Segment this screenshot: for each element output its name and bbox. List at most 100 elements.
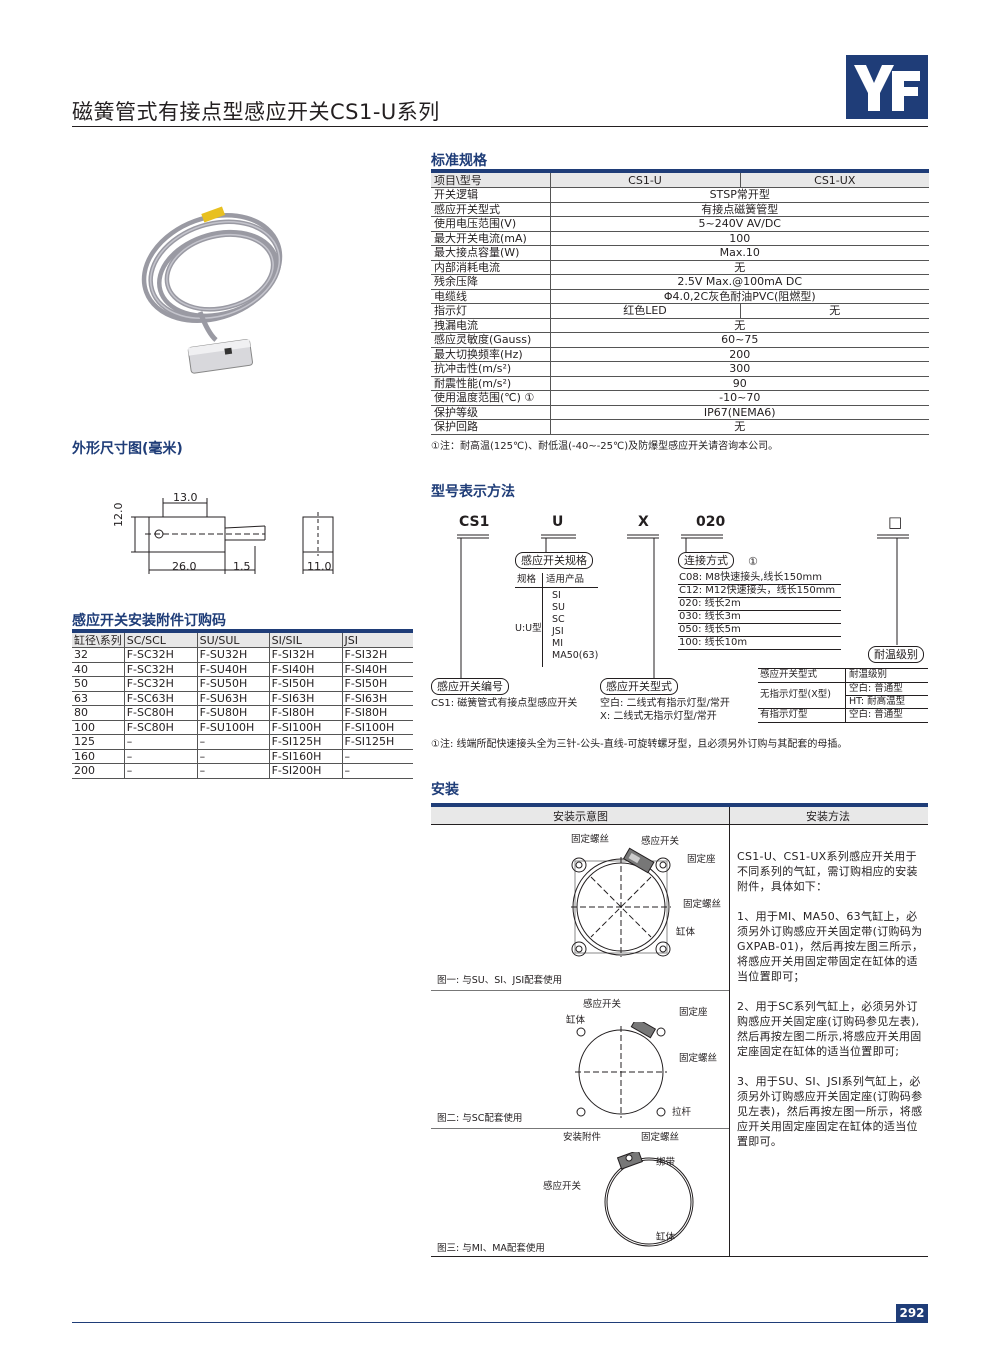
table-cell: – [196,734,270,750]
table-cell: 160 [72,749,125,764]
fig3-caption: 图三: 与MI、MA配套使用 [437,1243,545,1254]
model-code-heading: 型号表示方法 [431,484,515,500]
spec-label: 内部消耗电流 [431,260,550,275]
figure-2-diagram [575,1022,667,1118]
table-cell: F-SC80H [123,705,198,721]
fig3-label-body: 缸体 [656,1232,676,1243]
spec-value: 200 [549,347,929,362]
spec-product: SU [552,602,565,613]
table-row: 项目\型号 CS1-U CS1-UX [431,173,929,188]
dim-top: 13.0 [173,491,198,504]
table-cell: F-SI40H [268,662,343,677]
table-cell: – [341,763,413,779]
table-cell: F-SC32H [123,662,198,677]
num-desc: CS1: 磁簧管式有接点型感应开关 [431,698,578,709]
spec-label: 保护等级 [431,405,550,420]
table-cell: F-SI100H [268,720,343,735]
table-row: 内部消耗电流无 [431,260,929,275]
spec-value-ux: 无 [739,303,929,319]
table-cell: F-SI125H [268,734,343,750]
temp-col-2: 耐温级别 [849,669,888,680]
conn-item: 020: 线长2m [678,598,841,611]
code-seg-conn: 020 [696,514,726,530]
spec-label: 使用温度范围(℃) ① [431,390,550,406]
table-cell: JSI [341,633,413,648]
dim-length: 26.0 [172,560,197,573]
accessories-heading: 感应开关安装附件订购码 [72,613,226,629]
table-row: 拽漏电流无 [431,318,929,333]
table-cell: F-SC80H [123,720,198,735]
fig2-label-rod: 拉杆 [672,1107,692,1118]
table-cell: F-SI80H [341,705,413,721]
spec-label: 抗冲击性(m/s²) [431,361,550,377]
table-cell: F-SI32H [341,647,413,663]
temp-row2-grade: 空白: 普通型 [849,709,903,720]
spec-label: 最大开关电流(mA) [431,231,550,246]
spec-product: MI [552,638,563,649]
conn-mark: ① [748,555,758,568]
spec-value: -10~70 [549,390,929,406]
table-cell: F-SI50H [341,676,413,692]
model-code-note: ①注: 线端所配快速接头全为三针-公头-直线-可旋转螺牙型，且必须另外订购与其配… [431,739,848,750]
footer-rule [72,1322,928,1323]
table-cell: – [123,734,198,750]
table-row: 160––F-SI160H– [72,749,413,764]
method-2: 2、用于SC系列气缸上，必须另外订购感应开关固定座(订购码参见左表),然后再按左… [737,1000,922,1058]
spec-product: JSI [552,626,564,637]
fig2-label-seat: 固定座 [679,1007,708,1018]
conn-item: 030: 线长3m [678,611,841,624]
table-cell: SC/SCL [123,633,198,648]
fig3-label-acc: 安装附件 [563,1132,602,1143]
code-seg-series: CS1 [459,514,490,530]
spec-label: 拽漏电流 [431,318,550,333]
table-cell: 80 [72,705,125,721]
num-label-pill: 感应开关编号 [431,678,509,695]
table-cell: F-SI32H [268,647,343,663]
dim-cable: 1.5 [233,560,251,573]
dimensions-heading: 外形尺寸图(毫米) [72,441,183,457]
sensor-photo [141,206,283,374]
table-cell: 100 [72,720,125,735]
spec-value: STSP常开型 [549,187,929,203]
spec-product: SC [552,614,565,625]
spec-label: 耐震性能(m/s²) [431,376,550,391]
table-cell: 125 [72,734,125,750]
table-cell: SU/SUL [196,633,270,648]
temp-row1-grade: 空白: 普通型 [849,683,903,694]
table-cell: F-SU80H [196,705,270,721]
fig2-label-screw: 固定螺丝 [679,1053,718,1064]
spec-product: SI [552,590,561,601]
spec-value-u: 红色LED [549,303,740,319]
table-cell: SI/SIL [268,633,343,648]
method-3: 3、用于SU、SI、JSI系列气缸上，必须另外订购感应开关固定座(订购码参见左表… [737,1075,923,1148]
code-seg-temp: □ [888,513,903,531]
spec-label: 开关逻辑 [431,187,550,203]
fig1-label-switch: 感应开关 [641,836,680,847]
spec-label: 电缆线 [431,289,550,304]
dimension-drawing [131,498,334,574]
table-cell: 32 [72,647,125,663]
table-cell: 63 [72,691,125,706]
spec-label: 使用电压范围(V) [431,216,550,232]
table-cell: F-SU63H [196,691,270,706]
spec-col-item: 项目\型号 [431,173,550,188]
spec-product: MA50(63) [552,650,599,661]
table-cell: F-SC32H [123,647,198,663]
install-panel: 安装示意图 安装方法 固定螺丝 感应开关 固定座 固定螺丝 缸体 图一: 与SU… [431,803,928,1257]
conn-item: C08: M8快速接头,线长150mm [678,572,841,585]
table-cell: – [123,763,198,779]
conn-label-pill: 连接方式 [678,552,734,569]
table-cell: F-SU32H [196,647,270,663]
method-1: 1、用于MI、MA50、63气缸上，必须另外订购感应开关固定带(订购码为GXPA… [737,910,924,983]
temp-row1-type: 无指示灯型(X型) [760,689,831,700]
table-row: 最大接点容量(W)Max.10 [431,245,929,261]
code-seg-spec: U [552,514,564,530]
